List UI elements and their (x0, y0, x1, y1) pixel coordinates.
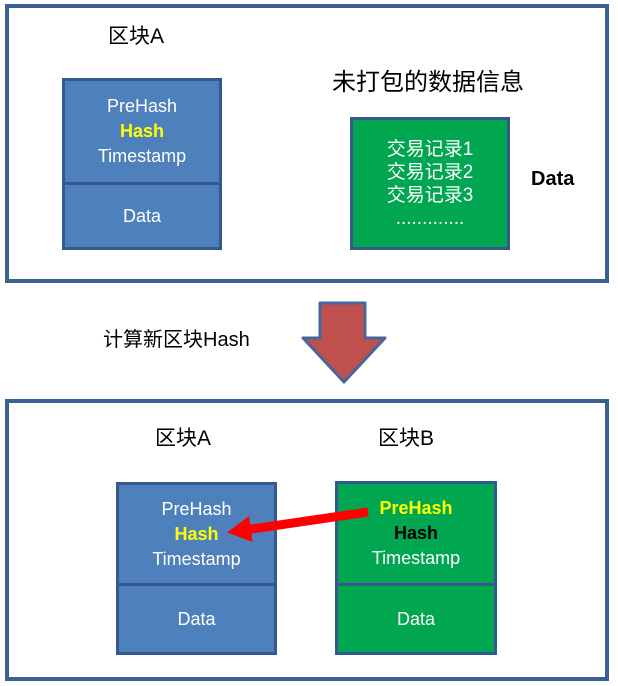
bottom-block-b-title: 区块B (378, 427, 435, 450)
unpacked-data-heading: 未打包的数据信息 (332, 69, 524, 96)
bottom-block-a: PreHash Hash Timestamp Data (116, 482, 277, 655)
data-label: Data (122, 205, 162, 226)
hash-label: Hash (119, 121, 164, 141)
top-block-a-header: PreHash Hash Timestamp (65, 81, 219, 185)
hash-label: Hash (393, 523, 438, 543)
down-arrow-icon (301, 301, 387, 384)
bottom-block-a-header: PreHash Hash Timestamp (119, 485, 274, 586)
bottom-block-a-title: 区块A (155, 427, 212, 450)
tx-record-2: 交易记录2 (386, 161, 474, 183)
timestamp-label: Timestamp (371, 548, 461, 568)
bottom-block-b-header: PreHash Hash Timestamp (338, 484, 494, 586)
top-block-a-body: Data (65, 185, 219, 247)
prehash-label: PreHash (106, 96, 178, 116)
top-panel: 区块A PreHash Hash Timestamp Data 未打包的数据信息… (5, 4, 609, 283)
top-block-a: PreHash Hash Timestamp Data (62, 78, 222, 250)
hash-label: Hash (174, 523, 219, 544)
data-label: Data (396, 608, 436, 629)
prehash-label: PreHash (161, 498, 232, 519)
tx-ellipsis: ............. (395, 207, 465, 229)
timestamp-label: Timestamp (97, 146, 187, 166)
data-label: Data (177, 608, 216, 629)
top-block-a-title: 区块A (108, 25, 165, 48)
hash-link-arrow-icon (227, 507, 369, 542)
tx-record-3: 交易记录3 (386, 184, 474, 206)
timestamp-label: Timestamp (152, 548, 241, 569)
bottom-panel: 区块A 区块B PreHash Hash Timestamp Data PreH… (5, 399, 609, 681)
bottom-block-b-body: Data (338, 586, 494, 652)
prehash-label: PreHash (379, 498, 453, 518)
data-annotation: Data (531, 168, 575, 190)
bottom-block-a-body: Data (119, 586, 274, 652)
compute-hash-caption: 计算新区块Hash (103, 329, 250, 351)
tx-record-1: 交易记录1 (386, 138, 474, 160)
transaction-box: 交易记录1 交易记录2 交易记录3 ............. (350, 117, 510, 250)
